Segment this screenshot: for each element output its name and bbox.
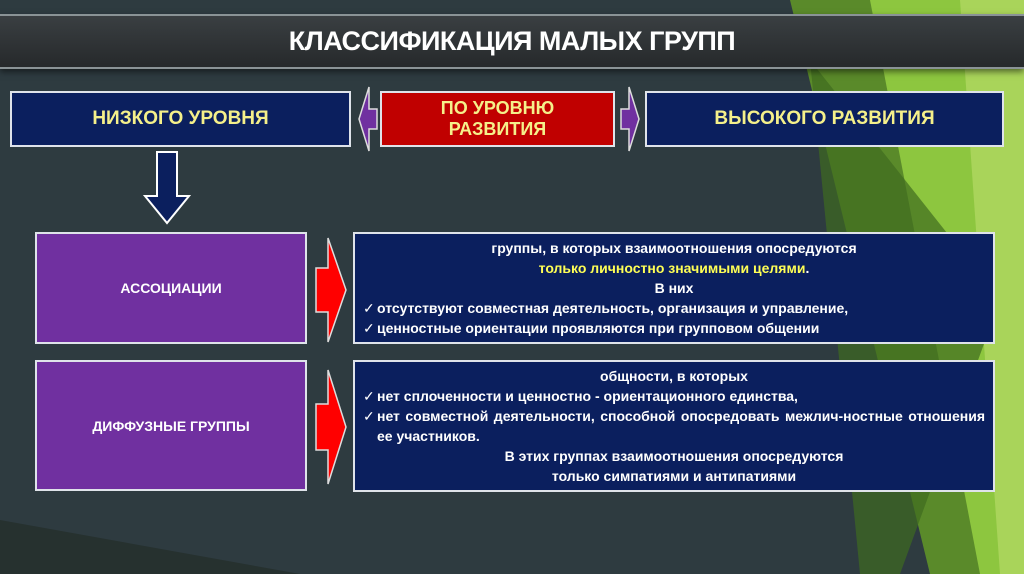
diffuse-groups-box: ДИФФУЗНЫЕ ГРУППЫ — [35, 360, 307, 491]
down-arrow-icon — [143, 151, 191, 225]
diffuse-groups-label: ДИФФУЗНЫЕ ГРУППЫ — [92, 417, 250, 434]
center-label-1: ПО УРОВНЮ — [440, 98, 555, 118]
bullet-item: нет совместной деятельности, способной о… — [363, 406, 985, 446]
red-arrow-icon — [315, 369, 347, 485]
page-title: КЛАССИФИКАЦИЯ МАЛЫХ ГРУПП — [288, 26, 736, 56]
bullet-item: нет сплоченности и ценностно - ориентаци… — [363, 386, 985, 406]
highlight-text: только личностно значимыми целями — [538, 260, 806, 276]
diffuse-description: общности, в которых нет сплоченности и ц… — [353, 360, 995, 492]
associations-label: АССОЦИАЦИИ — [120, 280, 222, 296]
period: . — [805, 260, 810, 276]
red-arrow-icon — [315, 237, 347, 343]
desc-line: В них — [654, 280, 694, 296]
low-level-label: НИЗКОГО УРОВНЯ — [92, 108, 269, 129]
low-level-box: НИЗКОГО УРОВНЯ — [10, 91, 351, 147]
associations-description: группы, в которых взаимоотношения опосре… — [353, 232, 995, 344]
title-bar: КЛАССИФИКАЦИЯ МАЛЫХ ГРУПП — [0, 14, 1024, 69]
desc-line: группы, в которых взаимоотношения опосре… — [491, 240, 857, 256]
desc-line: только симпатиями и антипатиями — [551, 468, 797, 484]
desc-line: В этих группах взаимоотношения опосредую… — [504, 448, 844, 464]
high-development-box: ВЫСОКОГО РАЗВИТИЯ — [645, 91, 1004, 147]
left-arrow-icon — [358, 86, 378, 152]
right-arrow-icon — [620, 86, 640, 152]
desc-line: общности, в которых — [600, 368, 748, 384]
bullet-item: ценностные ориентации проявляются при гр… — [363, 318, 985, 338]
center-label-2: РАЗВИТИЯ — [448, 119, 547, 139]
bullet-item: отсутствуют совместная деятельность, орг… — [363, 298, 985, 318]
high-level-label: ВЫСОКОГО РАЗВИТИЯ — [714, 108, 935, 129]
associations-box: АССОЦИАЦИИ — [35, 232, 307, 344]
desc-line: только личностно значимыми целями. — [363, 258, 985, 278]
